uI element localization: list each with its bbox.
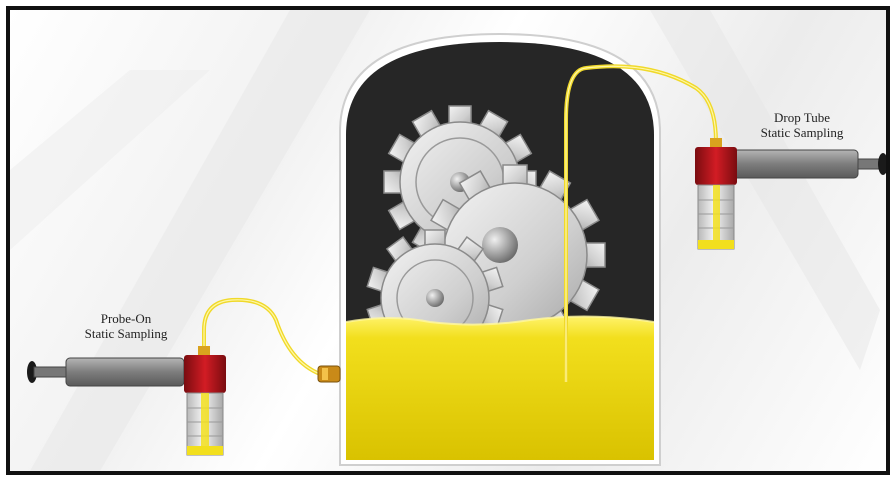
sample-bottle-icon: [695, 138, 737, 249]
diagram-frame: Drop Tube Static Sampling Probe-On Stati…: [6, 6, 890, 475]
syringe-icon: [730, 150, 886, 178]
drop-tube-label: Drop Tube Static Sampling: [732, 110, 872, 140]
syringe-icon: [27, 358, 184, 386]
oil-sampling-diagram: [10, 10, 886, 471]
drop-tube-label-line1: Drop Tube: [732, 110, 872, 125]
oil-sump: [346, 316, 654, 460]
probe-on-label-line1: Probe-On: [56, 311, 196, 326]
sample-bottle-icon: [184, 346, 226, 455]
probe-on-label: Probe-On Static Sampling: [56, 311, 196, 341]
probe-on-label-line2: Static Sampling: [56, 326, 196, 341]
probe-valve: [318, 366, 340, 382]
drop-tube-label-line2: Static Sampling: [732, 125, 872, 140]
